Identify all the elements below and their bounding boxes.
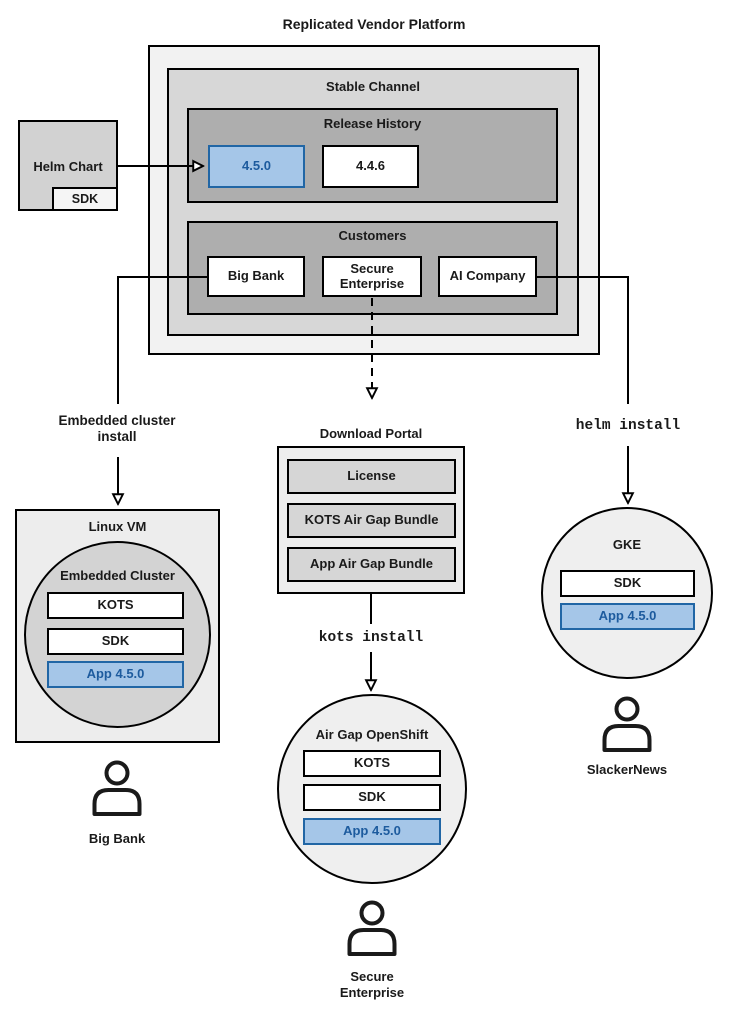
release-450: 4.5.0 bbox=[208, 145, 305, 188]
release-history-title: Release History bbox=[323, 116, 422, 131]
customer-big-bank: Big Bank bbox=[207, 256, 305, 297]
gke-app-box: App 4.5.0 bbox=[560, 603, 695, 630]
gke-title: GKE bbox=[612, 537, 642, 552]
slackernews-user-icon bbox=[602, 696, 652, 752]
helm-chart-sdk-box: SDK bbox=[52, 187, 118, 211]
secure-enterprise-user-label: Secure Enterprise bbox=[339, 969, 405, 1000]
airgap-kots-box: KOTS bbox=[303, 750, 441, 777]
slackernews-user-label: SlackerNews bbox=[586, 762, 668, 777]
airgap-app-box: App 4.5.0 bbox=[303, 818, 441, 845]
embedded-kots-box: KOTS bbox=[47, 592, 184, 619]
helm-chart-label: Helm Chart bbox=[33, 159, 103, 174]
airgap-sdk-box: SDK bbox=[303, 784, 441, 811]
linux-vm-title: Linux VM bbox=[88, 519, 147, 534]
person-body bbox=[602, 724, 652, 752]
big-bank-user-icon bbox=[92, 760, 142, 816]
airgap-openshift-title: Air Gap OpenShift bbox=[315, 727, 429, 742]
person-head bbox=[359, 900, 385, 926]
embedded-sdk-box: SDK bbox=[47, 628, 184, 655]
person-body bbox=[347, 928, 397, 956]
portal-license-box: License bbox=[287, 459, 456, 494]
customer-secure-enterprise: Secure Enterprise bbox=[322, 256, 422, 297]
kots-install-label: kots install bbox=[318, 630, 424, 646]
release-446: 4.4.6 bbox=[322, 145, 419, 188]
stable-channel-title: Stable Channel bbox=[326, 79, 420, 94]
person-head bbox=[614, 696, 640, 722]
download-portal-title: Download Portal bbox=[319, 426, 423, 441]
secure-enterprise-user-icon bbox=[347, 900, 397, 956]
embedded-cluster-title: Embedded Cluster bbox=[60, 568, 175, 583]
embedded-install-label: Embedded cluster install bbox=[58, 413, 176, 445]
helm-install-label: helm install bbox=[575, 418, 681, 434]
portal-app-bundle-box: App Air Gap Bundle bbox=[287, 547, 456, 582]
person-head bbox=[104, 760, 130, 786]
gke-sdk-box: SDK bbox=[560, 570, 695, 597]
person-body bbox=[92, 788, 142, 816]
big-bank-user-label: Big Bank bbox=[88, 831, 146, 846]
customer-ai-company: AI Company bbox=[438, 256, 537, 297]
diagram-title: Replicated Vendor Platform bbox=[282, 16, 466, 32]
embedded-app-box: App 4.5.0 bbox=[47, 661, 184, 688]
portal-kots-bundle-box: KOTS Air Gap Bundle bbox=[287, 503, 456, 538]
customers-title: Customers bbox=[338, 228, 407, 243]
